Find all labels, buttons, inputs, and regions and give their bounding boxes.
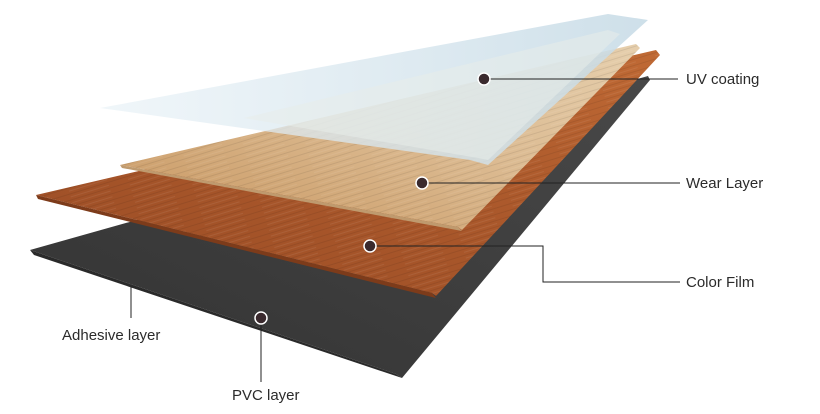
color-film-label: Color Film xyxy=(686,274,754,291)
color-film-marker xyxy=(363,239,377,253)
wear-layer-edge xyxy=(120,165,462,231)
pvc-layer-edge xyxy=(30,250,402,378)
pvc-layer-marker xyxy=(254,311,268,325)
uv-coating-label: UV coating xyxy=(686,71,759,88)
adhesive-layer-label: Adhesive layer xyxy=(62,327,160,344)
uv-coating-marker xyxy=(477,72,491,86)
color-film-layer-edge xyxy=(36,195,436,298)
wear-layer-marker xyxy=(415,176,429,190)
uv-coating-highlight xyxy=(244,30,620,160)
color-film-leader-line xyxy=(370,245,680,283)
wear-layer-label: Wear Layer xyxy=(686,175,763,192)
pvc-layer-label: PVC layer xyxy=(232,387,300,404)
